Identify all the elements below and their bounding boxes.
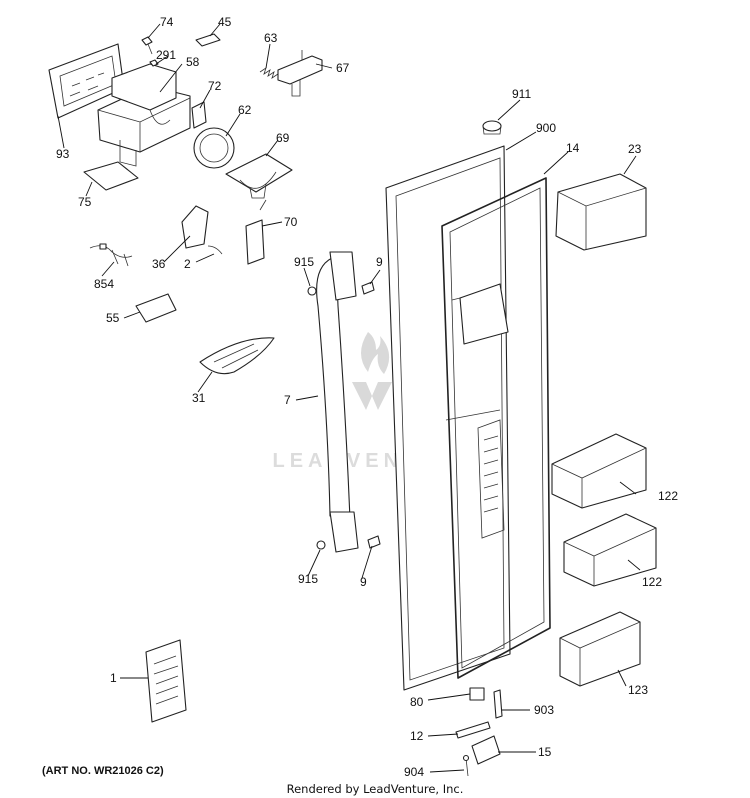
callout-31: 31 xyxy=(192,391,206,405)
leader-lines xyxy=(57,23,641,773)
render-credit: Rendered by LeadVenture, Inc. xyxy=(286,782,464,796)
callout-23: 23 xyxy=(628,142,642,156)
screw-904 xyxy=(462,754,470,777)
callout-62: 62 xyxy=(238,103,252,117)
gasket-14 xyxy=(441,177,551,679)
screw-74 xyxy=(141,36,153,55)
callout-903: 903 xyxy=(534,703,554,717)
board-70 xyxy=(245,199,267,265)
card-1 xyxy=(145,639,187,723)
switch-72 xyxy=(191,101,207,129)
screw-291 xyxy=(149,59,159,67)
callout-58: 58 xyxy=(186,55,200,69)
callout-12: 12 xyxy=(410,729,424,743)
bracket-67 xyxy=(277,50,323,97)
art-number-label: (ART NO. WR21026 C2) xyxy=(42,765,164,777)
callout-911: 911 xyxy=(512,87,531,101)
callout-67: 67 xyxy=(336,61,350,75)
spring-63 xyxy=(259,67,279,79)
screw-9-top xyxy=(361,281,375,295)
callout-9-bottom: 9 xyxy=(360,575,367,589)
callout-74: 74 xyxy=(160,15,174,29)
bin-122-lower xyxy=(563,513,657,587)
module-36 xyxy=(181,205,209,249)
callout-63: 63 xyxy=(264,31,278,45)
door-75 xyxy=(83,161,139,191)
callout-915-bottom: 915 xyxy=(298,572,318,586)
callout-7: 7 xyxy=(284,393,291,407)
callout-122-lower: 122 xyxy=(642,575,662,589)
callout-9-top: 9 xyxy=(376,255,383,269)
callout-45: 45 xyxy=(218,15,232,29)
callout-291: 291 xyxy=(156,48,176,62)
handle-7 xyxy=(316,251,359,553)
watermark-logo xyxy=(352,332,392,422)
callout-900: 900 xyxy=(536,121,556,135)
cap-911 xyxy=(482,120,502,135)
screw-915-top xyxy=(307,286,317,296)
bin-123 xyxy=(559,611,641,687)
callout-72: 72 xyxy=(208,79,222,93)
callout-854: 854 xyxy=(94,277,114,291)
wire-2 xyxy=(207,245,223,255)
funnel-69 xyxy=(225,153,293,199)
callout-55: 55 xyxy=(106,311,120,325)
callout-15: 15 xyxy=(538,745,552,759)
screw-9-bottom xyxy=(367,535,381,549)
pin-903 xyxy=(493,689,503,719)
bushing-80 xyxy=(469,687,485,701)
motor-ring-62 xyxy=(193,127,235,169)
callout-122-upper: 122 xyxy=(658,489,678,503)
callout-93: 93 xyxy=(56,147,70,161)
callout-69: 69 xyxy=(276,131,290,145)
module-55 xyxy=(135,293,177,323)
callout-75: 75 xyxy=(78,195,92,209)
callout-36: 36 xyxy=(152,257,166,271)
bracket-45 xyxy=(195,33,221,47)
bin-122-upper xyxy=(551,433,647,509)
dispenser-housing xyxy=(97,63,191,167)
bin-23 xyxy=(555,173,647,251)
callout-123: 123 xyxy=(628,683,648,697)
harness-854 xyxy=(89,243,133,267)
callout-70: 70 xyxy=(284,215,298,229)
screw-915-bottom xyxy=(316,540,326,550)
dispenser-recess xyxy=(459,283,509,539)
callout-915-top: 915 xyxy=(294,255,314,269)
callout-80: 80 xyxy=(410,695,424,709)
tray-31 xyxy=(199,337,275,375)
callout-14: 14 xyxy=(566,141,580,155)
callout-904: 904 xyxy=(404,765,424,779)
hinge-15 xyxy=(471,735,501,765)
callout-1: 1 xyxy=(110,671,117,685)
callout-2: 2 xyxy=(184,257,191,271)
plate-12 xyxy=(455,721,491,739)
